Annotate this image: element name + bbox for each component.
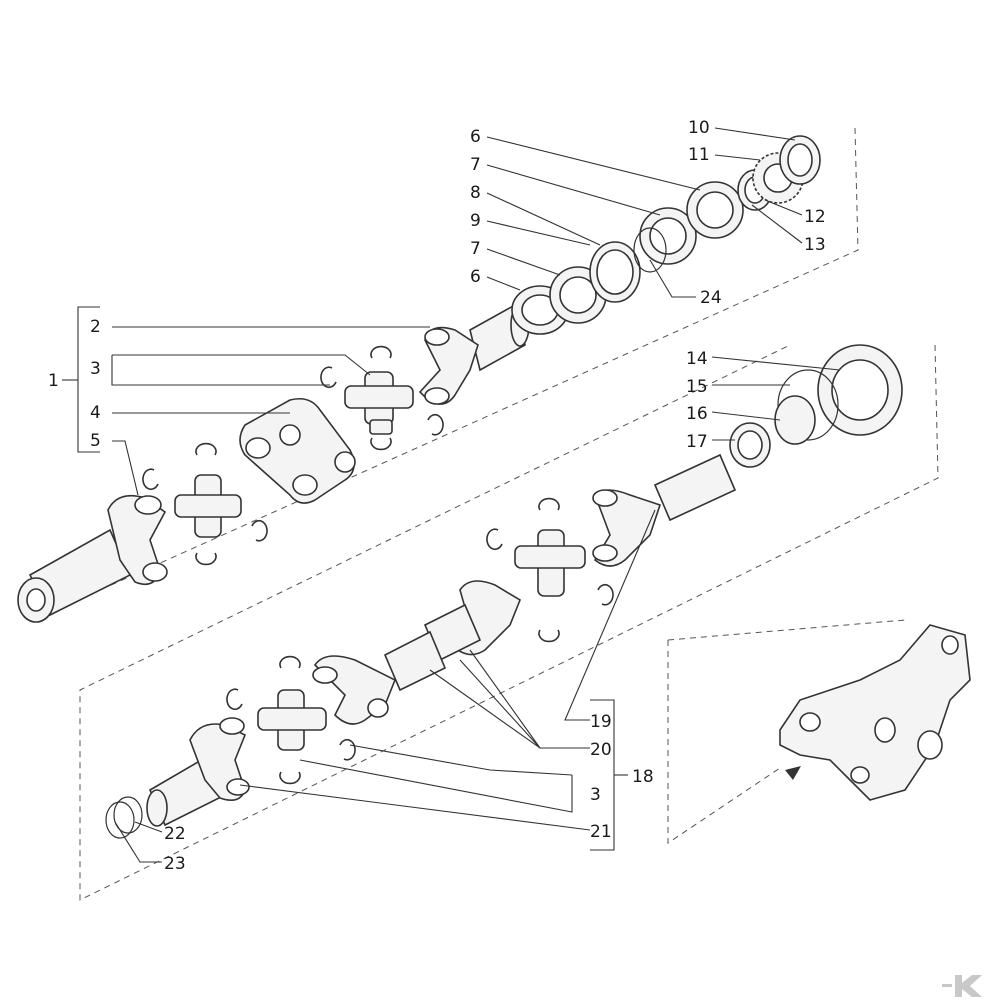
middle-cross-joint bbox=[486, 497, 614, 643]
label-3-lower: 3 bbox=[590, 785, 601, 805]
label-7-top: 7 bbox=[470, 155, 481, 175]
label-3-upper: 3 bbox=[90, 359, 101, 379]
axle-housing-inset bbox=[779, 624, 971, 801]
label-21: 21 bbox=[590, 822, 612, 842]
coupling-housing bbox=[239, 397, 356, 504]
label-7-bottom: 7 bbox=[470, 239, 481, 259]
label-8: 8 bbox=[470, 183, 481, 203]
label-23: 23 bbox=[164, 854, 186, 874]
lower-left-shaft bbox=[105, 655, 356, 839]
brand-logo-icon bbox=[942, 975, 982, 997]
label-12: 12 bbox=[804, 207, 826, 227]
label-10: 10 bbox=[688, 118, 710, 138]
label-9: 9 bbox=[470, 211, 481, 231]
label-2: 2 bbox=[90, 317, 101, 337]
upper-shaft-assembly bbox=[418, 135, 821, 405]
label-13: 13 bbox=[804, 235, 826, 255]
label-22: 22 bbox=[164, 824, 186, 844]
arrow-right-icon bbox=[785, 766, 801, 780]
assembly-guide-lines bbox=[79, 127, 939, 901]
label-16: 16 bbox=[686, 404, 708, 424]
leader-lines bbox=[62, 127, 841, 863]
label-15: 15 bbox=[686, 377, 708, 397]
label-20: 20 bbox=[590, 740, 612, 760]
label-11: 11 bbox=[688, 145, 710, 165]
label-6-bottom: 6 bbox=[470, 267, 481, 287]
label-1: 1 bbox=[48, 371, 59, 391]
left-shaft-assembly bbox=[17, 442, 268, 623]
upper-cross-joint bbox=[320, 345, 444, 451]
part-number-labels: 1 2 3 4 5 6 7 8 9 7 6 10 11 12 13 24 14 … bbox=[48, 118, 826, 874]
label-5: 5 bbox=[90, 431, 101, 451]
label-18: 18 bbox=[632, 767, 654, 787]
label-14: 14 bbox=[686, 349, 708, 369]
telescopic-shaft bbox=[312, 580, 521, 725]
label-17: 17 bbox=[686, 432, 708, 452]
label-4: 4 bbox=[90, 403, 101, 423]
label-6-top: 6 bbox=[470, 127, 481, 147]
label-19: 19 bbox=[590, 712, 612, 732]
label-24: 24 bbox=[700, 288, 722, 308]
right-shaft-assembly bbox=[592, 344, 903, 567]
